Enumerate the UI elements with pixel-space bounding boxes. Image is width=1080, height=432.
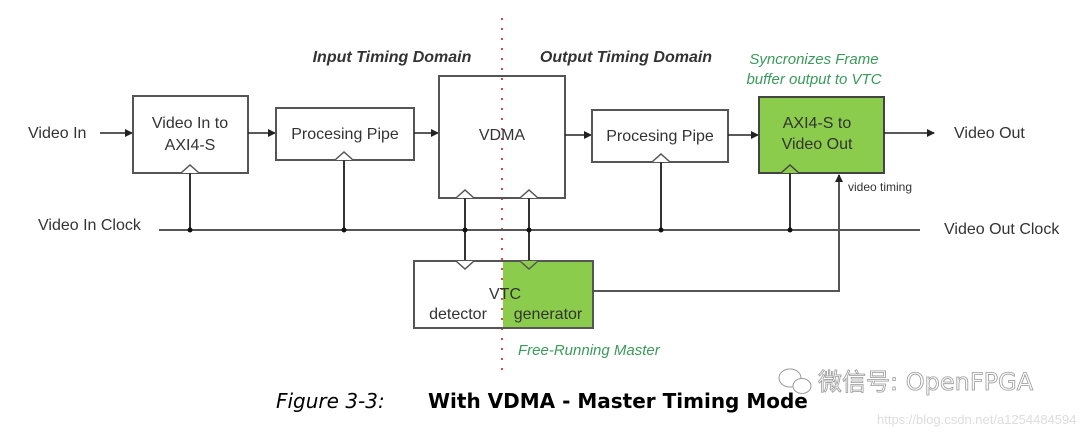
video-timing-label: video timing [848, 180, 912, 194]
source-url: https://blog.csdn.net/a1254484594 [877, 412, 1077, 427]
block-label: Video Out [782, 136, 853, 153]
processing-pipe-input-block: Procesing Pipe [275, 107, 415, 161]
wechat-icon [778, 368, 812, 394]
video-out-label: Video Out [954, 125, 1025, 142]
video-in-clock-label: Video In Clock [38, 217, 142, 234]
vtc-label: VTC [489, 286, 521, 303]
sync-note-line1: Syncronizes Frame [749, 51, 878, 68]
video-in-label: Video In [28, 125, 86, 142]
block-label: AXI4-S to [783, 115, 852, 132]
video-out-clock-label: Video Out Clock [944, 221, 1060, 238]
video-in-to-axi4s-block: Video In to AXI4-S [132, 95, 249, 174]
block-label: AXI4-S [165, 137, 216, 154]
sync-note-line2: buffer output to VTC [746, 71, 881, 88]
output-domain-label: Output Timing Domain [540, 49, 712, 66]
processing-pipe-output-block: Procesing Pipe [591, 109, 729, 163]
vtc-detector-label: detector [429, 306, 487, 323]
clock-input-icon [455, 260, 475, 271]
video-timing-line [593, 174, 843, 292]
clock-taps [189, 160, 791, 261]
watermark-text: 微信号: OpenFPGA [818, 368, 1034, 396]
figure-number: Figure 3-3: [276, 389, 385, 413]
input-domain-label: Input Timing Domain [313, 49, 472, 66]
free-running-master-note: Free-Running Master [518, 342, 661, 359]
clock-input-icon [651, 152, 671, 163]
block-label: VDMA [479, 127, 526, 144]
clock-input-icon [180, 163, 200, 174]
block-label: Procesing Pipe [291, 126, 399, 143]
vtc-generator-label: generator [514, 306, 583, 323]
axi4s-to-video-out-block: AXI4-S to Video Out [758, 96, 885, 174]
clock-input-icon [780, 163, 800, 174]
vtc-block: VTC detector generator [413, 260, 594, 329]
vdma-block: VDMA [438, 75, 566, 199]
figure-title: With VDMA - Master Timing Mode [428, 389, 808, 413]
clock-input-icon [519, 188, 539, 199]
clock-input-icon [519, 260, 539, 271]
block-label: Video In to [152, 115, 228, 132]
block-label: Procesing Pipe [606, 128, 714, 145]
clock-input-icon [334, 150, 354, 161]
clock-input-icon [455, 188, 475, 199]
junction-dots [187, 227, 793, 233]
